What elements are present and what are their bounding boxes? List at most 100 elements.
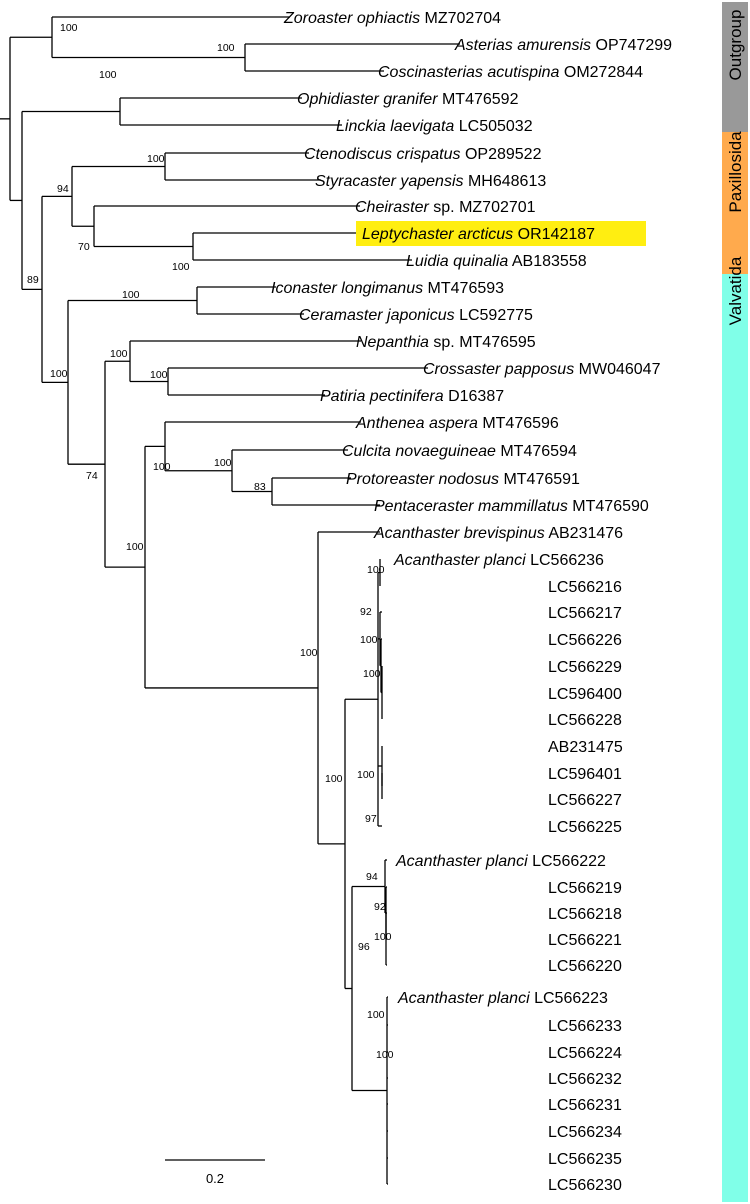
support-value: 100 bbox=[126, 541, 144, 553]
taxon-species: Acanthaster brevispinus bbox=[373, 525, 545, 542]
taxon-accession: LC566234 bbox=[548, 1124, 622, 1141]
taxon-label: LC566232 bbox=[548, 1071, 622, 1088]
support-value: 100 bbox=[300, 647, 318, 659]
taxon-label: Asterias amurensis OP747299 bbox=[454, 37, 672, 54]
taxon-label: Culcita novaeguineae MT476594 bbox=[342, 443, 577, 460]
taxon-species: Anthenea aspera bbox=[355, 415, 478, 432]
support-value: 92 bbox=[374, 901, 386, 913]
support-value: 100 bbox=[214, 457, 232, 469]
taxon-accession: LC566227 bbox=[548, 792, 622, 809]
group-label-paxillosida: Paxillosida bbox=[726, 131, 745, 213]
support-value: 100 bbox=[360, 634, 378, 646]
taxon-accession: MT476595 bbox=[459, 334, 536, 351]
taxon-label: Ctenodiscus crispatus OP289522 bbox=[304, 146, 542, 163]
taxon-species: Acanthaster planci bbox=[395, 853, 528, 870]
support-value: 100 bbox=[217, 42, 235, 54]
taxon-accession: D16387 bbox=[448, 388, 504, 405]
taxon-accession: LC596400 bbox=[548, 686, 622, 703]
taxon-accession: LC596401 bbox=[548, 766, 622, 783]
taxon-label: Cheiraster sp. MZ702701 bbox=[355, 199, 536, 216]
support-value: 100 bbox=[60, 22, 78, 34]
taxon-label: LC566219 bbox=[548, 880, 622, 897]
taxon-label: LC566235 bbox=[548, 1151, 622, 1168]
support-value: 96 bbox=[358, 941, 370, 953]
taxon-label: LC566230 bbox=[548, 1177, 622, 1194]
taxon-accession: MT476590 bbox=[572, 498, 649, 515]
taxon-species: Ctenodiscus crispatus bbox=[304, 146, 461, 163]
taxon-accession: LC566235 bbox=[548, 1151, 622, 1168]
taxon-species: Culcita novaeguineae bbox=[342, 443, 496, 460]
group-bar-outgroup bbox=[722, 2, 748, 132]
support-value: 74 bbox=[86, 470, 98, 482]
taxon-accession: LC566229 bbox=[548, 659, 622, 676]
support-value: 100 bbox=[325, 773, 343, 785]
taxon-label: LC566227 bbox=[548, 792, 622, 809]
taxon-accession: LC505032 bbox=[459, 118, 533, 135]
taxon-accession: LC566230 bbox=[548, 1177, 622, 1194]
taxon-label: Zoroaster ophiactis MZ702704 bbox=[283, 10, 501, 27]
taxon-accession: LC566216 bbox=[548, 579, 622, 596]
taxon-label: LC566217 bbox=[548, 605, 622, 622]
tree-branches bbox=[0, 16, 460, 1185]
support-value: 100 bbox=[110, 348, 128, 360]
support-value: 100 bbox=[99, 69, 117, 81]
taxon-accession: LC566217 bbox=[548, 605, 622, 622]
taxon-species: Leptychaster arcticus bbox=[362, 226, 513, 243]
support-values: 100 100 100 100 94 70 100 89 100 100 100 100 74 100 10… bbox=[27, 22, 394, 1061]
taxon-label: Linckia laevigata LC505032 bbox=[336, 118, 533, 135]
taxon-species: Nepanthia bbox=[356, 334, 429, 351]
taxon-label: LC566221 bbox=[548, 932, 622, 949]
support-value: 100 bbox=[122, 289, 140, 301]
support-value: 100 bbox=[363, 668, 381, 680]
taxon-label: LC596401 bbox=[548, 766, 622, 783]
taxon-accession: LC566223 bbox=[534, 990, 608, 1007]
taxon-accession: LC592775 bbox=[459, 307, 533, 324]
taxon-species: Protoreaster nodosus bbox=[346, 471, 499, 488]
taxon-species: Patiria pectinifera bbox=[320, 388, 444, 405]
support-value: 100 bbox=[147, 153, 165, 165]
taxon-highlight bbox=[356, 221, 646, 246]
taxon-accession: OM272844 bbox=[564, 64, 643, 81]
taxon-label: Pentaceraster mammillatus MT476590 bbox=[374, 498, 649, 515]
taxon-accession: LC566219 bbox=[548, 880, 622, 897]
taxon-label: LC566234 bbox=[548, 1124, 622, 1141]
support-value: 94 bbox=[366, 871, 378, 883]
taxon-label: Luidia quinalia AB183558 bbox=[406, 253, 587, 270]
taxon-accession: MT476594 bbox=[500, 443, 577, 460]
taxon-accession: MH648613 bbox=[468, 173, 546, 190]
taxon-label: Acanthaster planci LC566222 bbox=[395, 853, 606, 870]
group-label-valvatida: Valvatida bbox=[726, 256, 745, 325]
taxon-species: Asterias amurensis bbox=[454, 37, 591, 54]
taxon-label: LC566229 bbox=[548, 659, 622, 676]
taxon-label: Crossaster papposus MW046047 bbox=[423, 361, 661, 378]
taxon-qualifier: sp. bbox=[429, 334, 455, 351]
taxon-label: LC566220 bbox=[548, 958, 622, 975]
taxon-species: Ophidiaster granifer bbox=[297, 91, 438, 108]
taxon-label: Acanthaster brevispinus AB231476 bbox=[373, 525, 623, 542]
taxon-label: LC566228 bbox=[548, 712, 622, 729]
taxon-accession: LC566218 bbox=[548, 906, 622, 923]
taxon-species: Cheiraster bbox=[355, 199, 429, 216]
group-bar-paxillosida bbox=[722, 132, 748, 274]
taxon-label: LC596400 bbox=[548, 686, 622, 703]
taxon-accession: MT476596 bbox=[482, 415, 559, 432]
taxon-accession: MT476591 bbox=[503, 471, 580, 488]
taxon-species: Pentaceraster mammillatus bbox=[374, 498, 568, 515]
taxon-label: LC566218 bbox=[548, 906, 622, 923]
support-value: 89 bbox=[27, 274, 39, 286]
support-value: 100 bbox=[50, 368, 68, 380]
taxon-accession: MT476592 bbox=[442, 91, 519, 108]
support-value: 83 bbox=[254, 481, 266, 493]
taxon-species: Coscinasterias acutispina bbox=[378, 64, 560, 81]
taxon-label: Acanthaster planci LC566236 bbox=[393, 552, 604, 569]
support-value: 92 bbox=[360, 606, 372, 618]
taxon-accession: AB231475 bbox=[548, 739, 623, 756]
taxon-species: Zoroaster ophiactis bbox=[283, 10, 420, 27]
taxon-label: LC566233 bbox=[548, 1018, 622, 1035]
group-label-outgroup: Outgroup bbox=[726, 10, 745, 81]
taxon-species: Acanthaster planci bbox=[397, 990, 530, 1007]
support-value: 100 bbox=[153, 461, 171, 473]
support-value: 70 bbox=[78, 241, 90, 253]
